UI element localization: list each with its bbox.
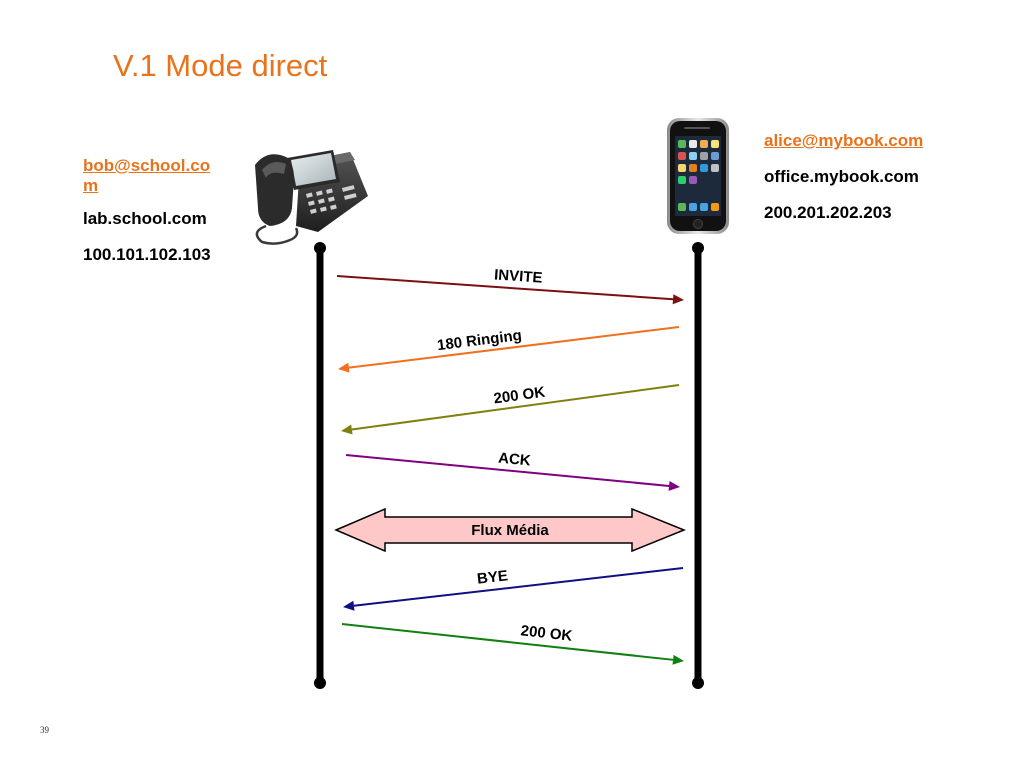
message-arrowhead-4 (668, 480, 680, 491)
bob-address[interactable]: bob@school.co m (83, 156, 235, 196)
page-number: 39 (40, 725, 49, 735)
slide-title: V.1 Mode direct (113, 48, 328, 83)
message-arrow-6: 200 OK (341, 622, 684, 665)
message-arrow-2: 180 Ringing (338, 326, 680, 373)
desk-ip-phone-icon (255, 150, 368, 245)
message-arrowhead-5 (343, 600, 355, 611)
message-label-1: INVITE (494, 266, 543, 286)
message-line-4 (345, 454, 670, 487)
message-line-3 (351, 384, 680, 431)
bob-host: lab.school.com (83, 209, 207, 228)
alice-ip: 200.201.202.203 (764, 203, 892, 222)
bob-address-link-part1[interactable]: bob@school.co (83, 156, 211, 175)
message-arrowhead-6 (672, 654, 684, 665)
smartphone-icon (667, 118, 729, 234)
message-line-2 (348, 326, 680, 369)
message-line-1 (336, 275, 674, 301)
message-arrowhead-1 (672, 294, 684, 305)
message-arrow-4: ACK (345, 450, 680, 491)
message-label-3: 200 OK (493, 384, 547, 408)
message-line-6 (341, 623, 674, 661)
bob-ip: 100.101.102.103 (83, 245, 211, 264)
alice-address[interactable]: alice@mybook.com (764, 131, 1004, 151)
alice-endpoint-info: alice@mybook.com office.mybook.com 200.2… (764, 131, 1004, 239)
alice-lifeline (692, 242, 704, 689)
message-arrows: INVITE 180 Ringing 200 OK ACK BYE 200 OK (336, 266, 684, 665)
media-flow-arrow: Flux Média (334, 507, 687, 553)
message-arrow-1: INVITE (336, 266, 684, 305)
message-label-5: BYE (476, 567, 509, 587)
message-arrowhead-3 (341, 424, 353, 435)
alice-host: office.mybook.com (764, 167, 919, 186)
message-label-6: 200 OK (520, 622, 573, 644)
message-arrow-5: BYE (343, 567, 684, 611)
media-flow-label: Flux Média (471, 522, 549, 539)
bob-endpoint-info: bob@school.co m lab.school.com 100.101.1… (83, 156, 235, 281)
message-arrowhead-2 (338, 362, 350, 373)
message-label-2: 180 Ringing (436, 327, 522, 354)
message-line-5 (353, 567, 684, 607)
message-label-4: ACK (497, 450, 531, 470)
message-arrow-3: 200 OK (341, 384, 680, 435)
alice-address-link[interactable]: alice@mybook.com (764, 131, 924, 150)
bob-lifeline (314, 242, 326, 689)
bob-address-link-part2[interactable]: m (83, 176, 99, 195)
